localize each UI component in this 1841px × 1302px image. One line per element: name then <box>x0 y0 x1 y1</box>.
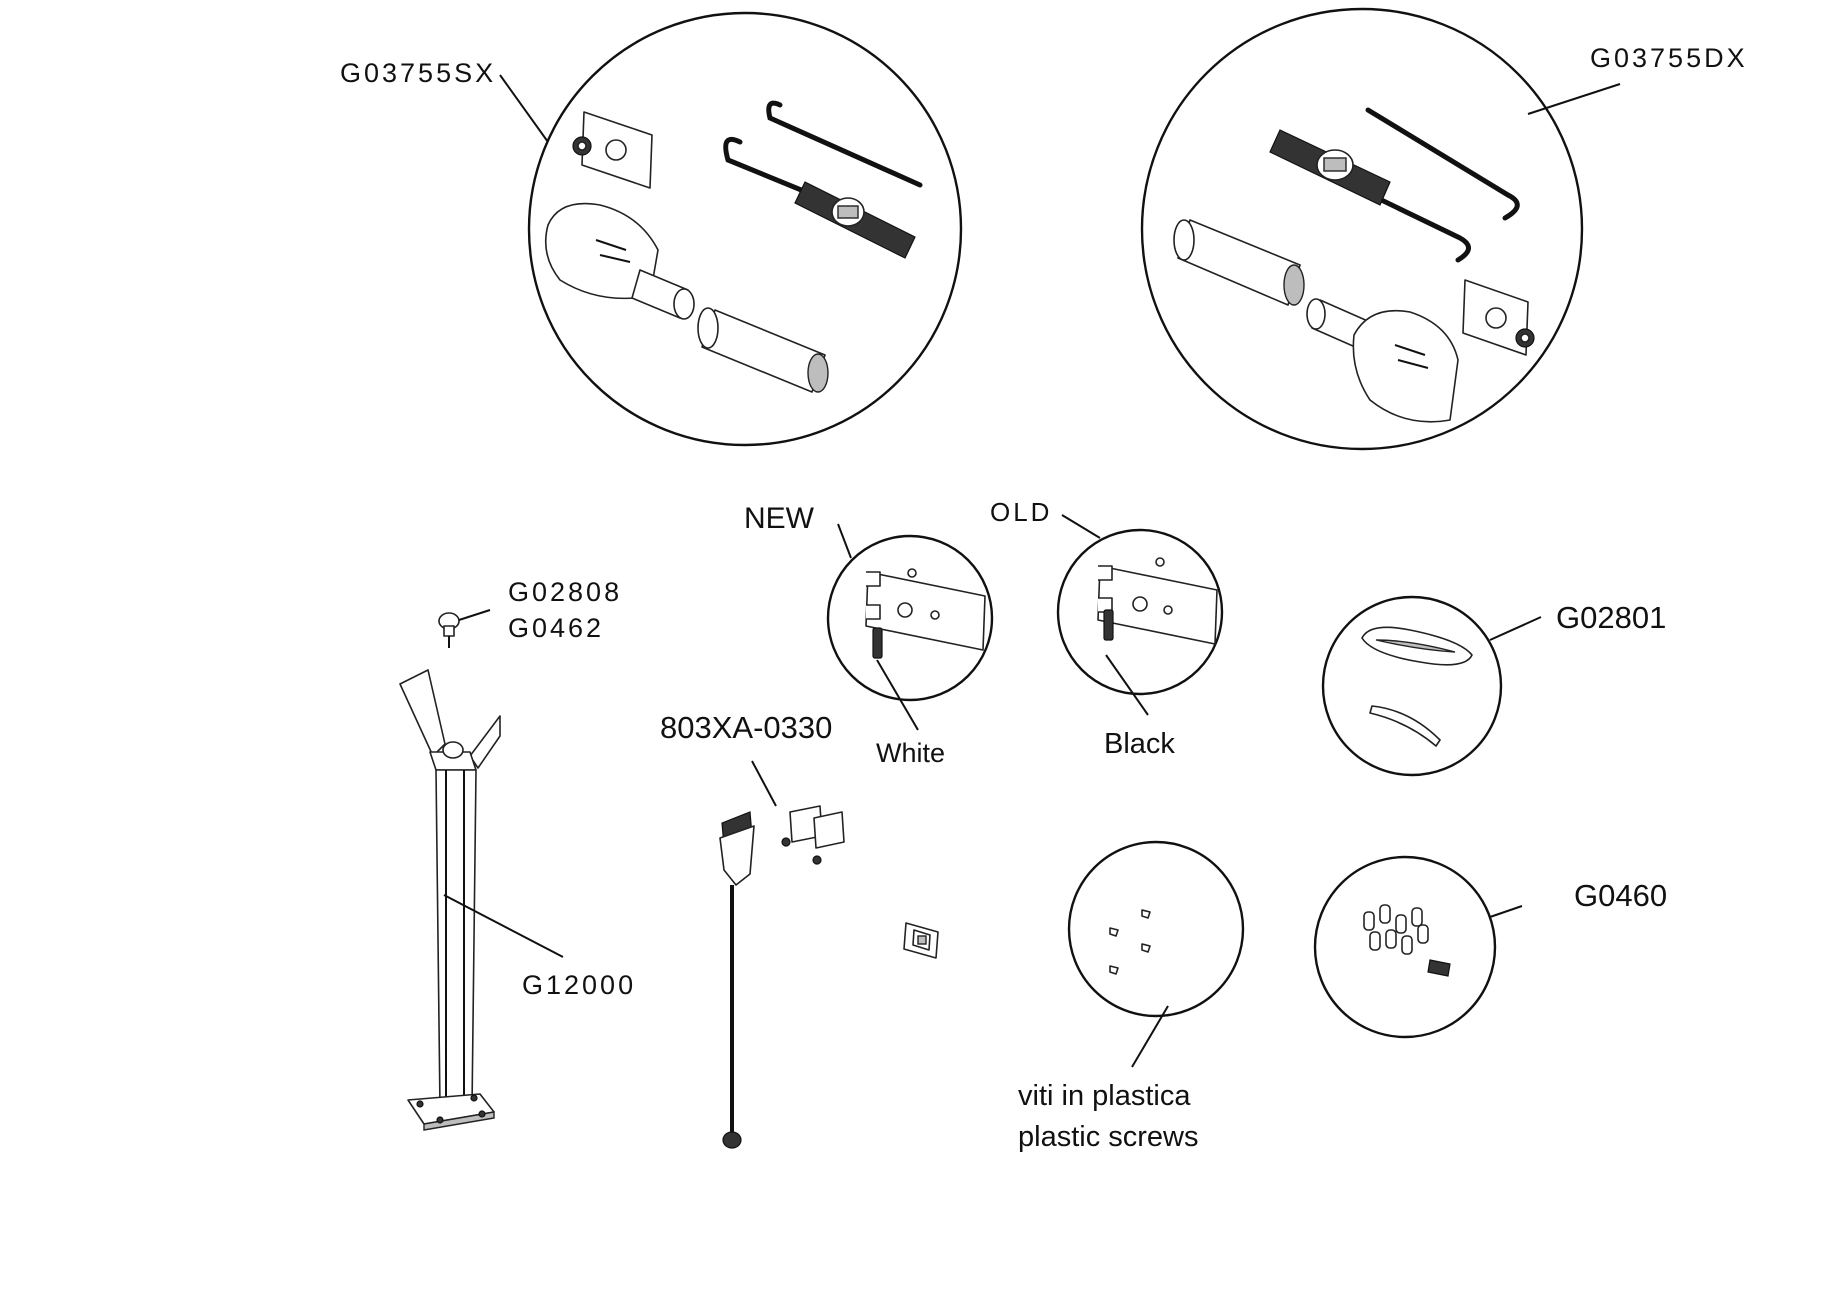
new-bracket-detail: NEW White <box>744 502 994 768</box>
knob-part: G02808 G0462 <box>438 577 622 648</box>
kit-right-detail: G03755DX <box>1140 7 1748 451</box>
screw-set <box>1109 909 1151 975</box>
support-part: 803XA-0330 <box>660 710 845 1149</box>
black-label: Black <box>1104 728 1175 760</box>
screws-label-en: plastic screws <box>1018 1121 1199 1153</box>
kit-left-tube <box>697 307 829 393</box>
kit-left-detail: G03755SX <box>340 11 963 447</box>
kit-right-tube <box>1173 219 1305 306</box>
post-code: G12000 <box>522 970 636 1000</box>
white-label: White <box>876 738 945 768</box>
plastic-screws-detail: viti in plastica plastic screws <box>1018 840 1245 1153</box>
kit-left-rods <box>723 100 923 213</box>
kit-left-cap <box>544 202 695 320</box>
kit-right-code: G03755DX <box>1590 43 1748 73</box>
new-label: NEW <box>744 502 815 535</box>
kit-left-code: G03755SX <box>340 58 496 88</box>
post-part: G12000 <box>399 669 636 1131</box>
kit-right-mounting-plate <box>1462 279 1535 356</box>
cover-detail: G02801 <box>1321 595 1666 777</box>
connector-part <box>903 922 939 959</box>
old-label: OLD <box>990 497 1052 527</box>
lamps-detail: G0460 <box>1313 855 1667 1039</box>
kit-right-cap <box>1306 298 1459 423</box>
screws-label-it: viti in plastica <box>1018 1080 1191 1112</box>
support-code: 803XA-0330 <box>660 710 832 745</box>
lamp-set <box>1363 904 1451 977</box>
knob-code-1: G02808 <box>508 577 622 607</box>
kit-right-rods <box>1337 107 1520 263</box>
kit-left-joint <box>794 181 916 259</box>
lamps-code: G0460 <box>1574 878 1667 913</box>
kit-left-mounting-plate <box>572 111 653 189</box>
kit-right-joint <box>1269 129 1391 206</box>
knob-code-2: G0462 <box>508 613 604 643</box>
cover-code: G02801 <box>1556 600 1666 635</box>
old-bracket-detail: OLD Black <box>990 497 1224 760</box>
